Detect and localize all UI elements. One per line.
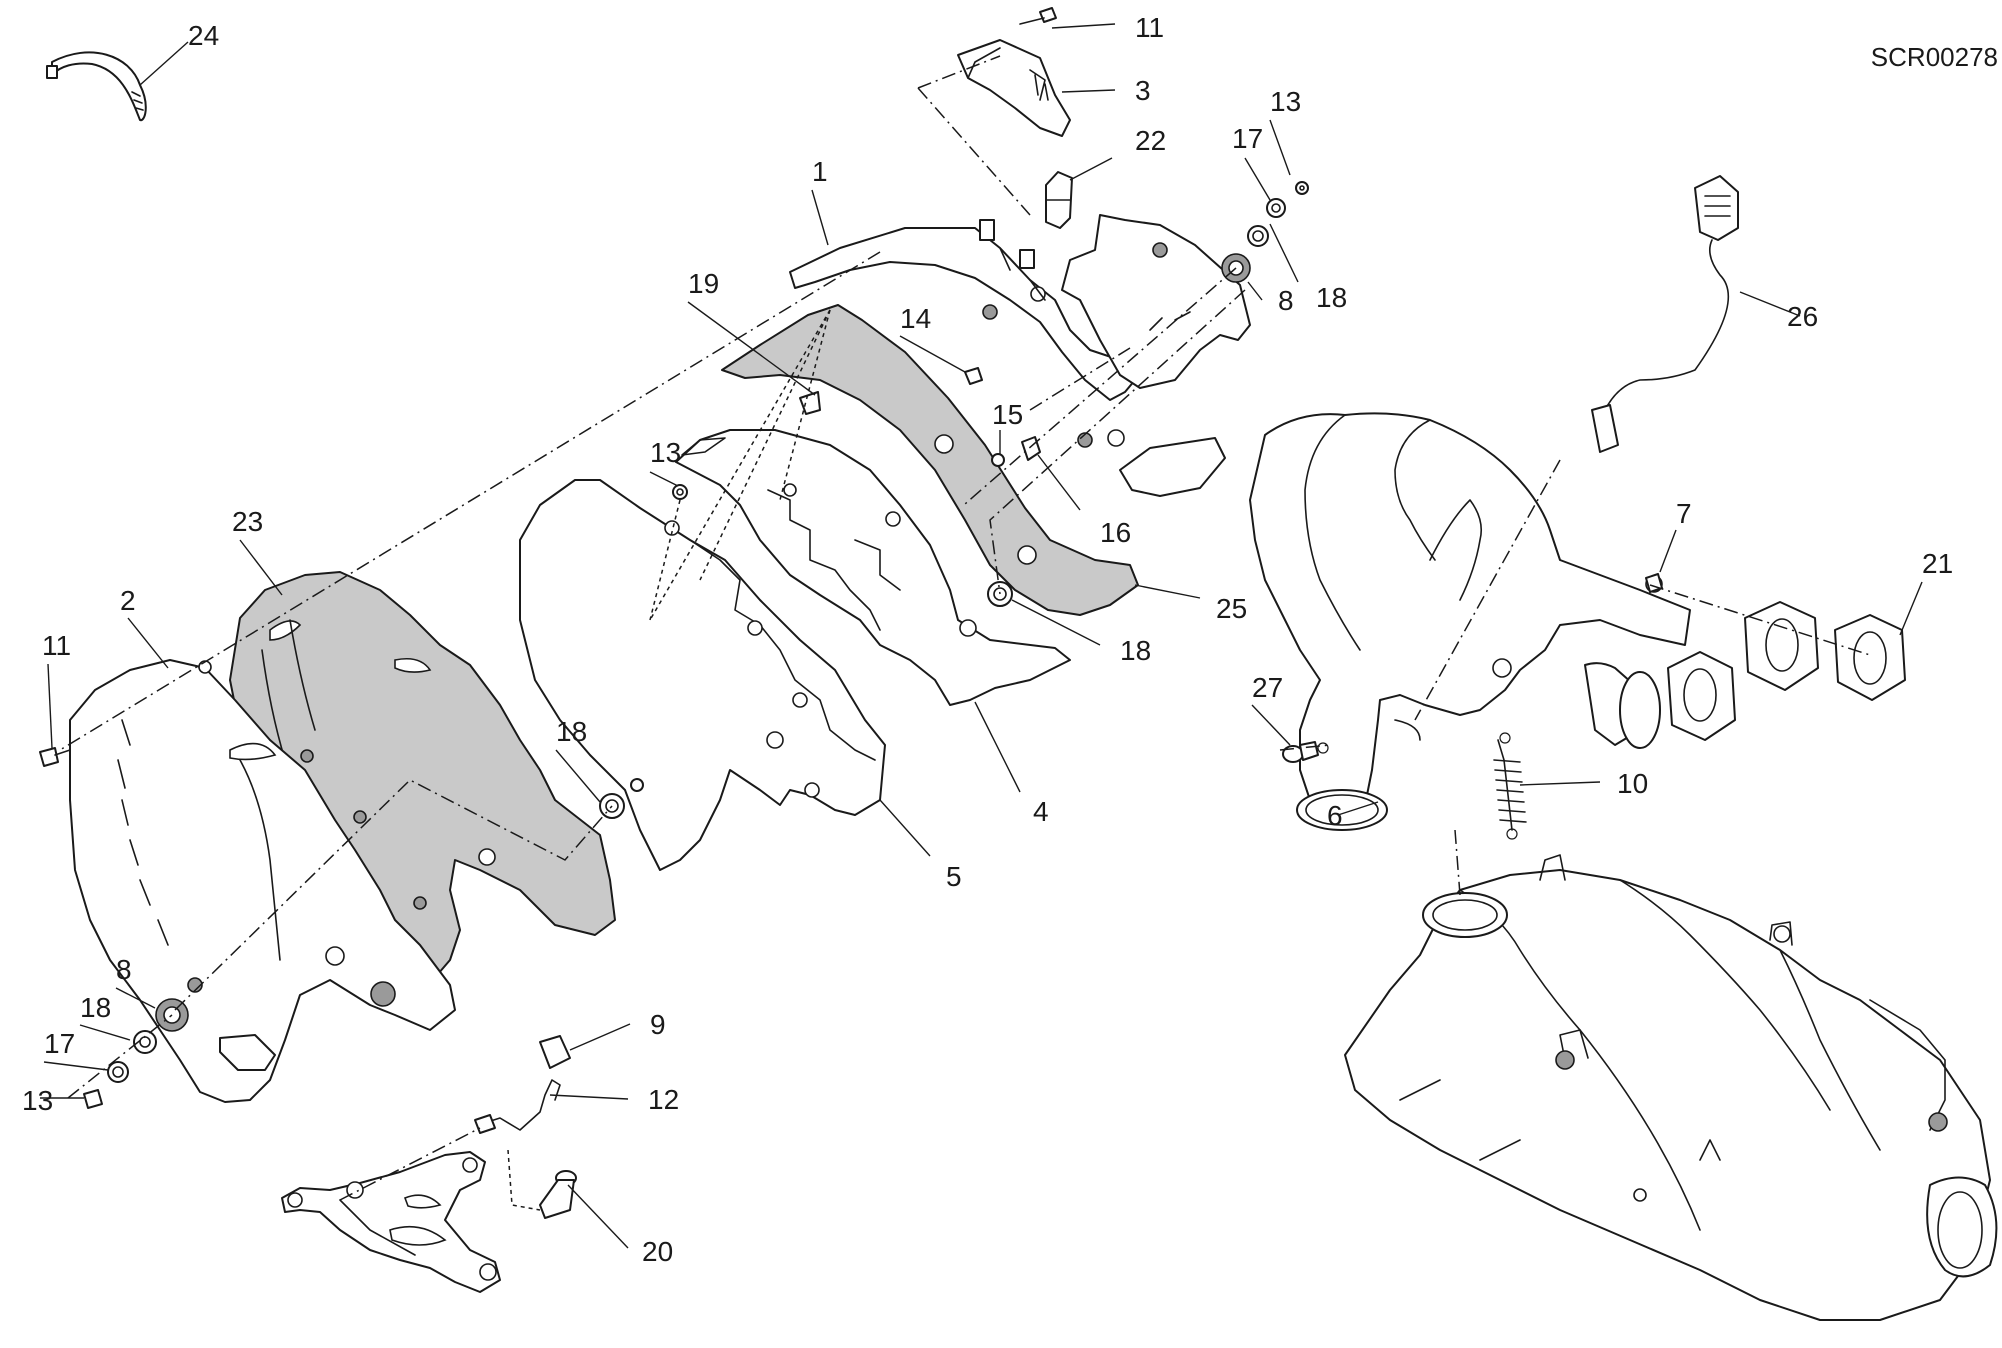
callout-c6: 6 xyxy=(1327,800,1343,831)
callout-c11b: 11 xyxy=(42,630,71,661)
callout-c13c: 13 xyxy=(22,1085,53,1116)
callout-c1: 1 xyxy=(812,156,828,187)
callout-c13a: 13 xyxy=(1270,86,1301,117)
callout-c21: 21 xyxy=(1922,548,1953,579)
part-10-spring xyxy=(1493,732,1527,840)
callout-c19: 19 xyxy=(688,268,719,299)
callout-c24: 24 xyxy=(188,20,219,51)
part-25-insulation-shield xyxy=(721,304,1139,616)
part-12-hook xyxy=(474,1079,561,1134)
callout-c27: 27 xyxy=(1252,672,1283,703)
callout-c9: 9 xyxy=(650,1009,666,1040)
callout-c16: 16 xyxy=(1100,517,1131,548)
part-20-bolt xyxy=(539,1170,577,1219)
part-22-clip xyxy=(1045,171,1073,229)
muffler-silencer xyxy=(1344,854,1998,1321)
callout-c7a: 7 xyxy=(1676,498,1692,529)
part-exhaust-flanges xyxy=(1645,575,1906,741)
callout-c13b: 13 xyxy=(650,437,681,468)
part-1-upper-heat-shield xyxy=(789,214,1251,497)
part-9-cap xyxy=(539,1035,571,1069)
part-6-exhaust-header xyxy=(1249,412,1691,831)
callout-c12: 12 xyxy=(648,1084,679,1115)
callout-c17b: 17 xyxy=(44,1028,75,1059)
callout-c5: 5 xyxy=(946,861,962,892)
callout-c2: 2 xyxy=(120,585,136,616)
drawing-code: SCR00278 xyxy=(1871,42,1998,72)
callout-c18a: 18 xyxy=(1316,282,1347,313)
callout-c25: 25 xyxy=(1216,593,1247,624)
callout-c23: 23 xyxy=(232,506,263,537)
callout-c26: 26 xyxy=(1787,301,1818,332)
callout-leaders xyxy=(40,23,1923,1249)
callout-c8b: 8 xyxy=(116,954,132,985)
callout-c20: 20 xyxy=(642,1236,673,1267)
callout-c11a: 11 xyxy=(1135,12,1164,43)
part-4-heat-shield xyxy=(675,429,1071,706)
callout-c8a: 8 xyxy=(1278,285,1294,316)
callout-c10: 10 xyxy=(1617,768,1648,799)
hardware-fasteners xyxy=(39,7,1663,1109)
callout-c3: 3 xyxy=(1135,75,1151,106)
callout-c18c: 18 xyxy=(556,716,587,747)
callout-c15: 15 xyxy=(992,399,1023,430)
callout-c18b: 18 xyxy=(1120,635,1151,666)
assembly-lines xyxy=(59,55,1871,1211)
part-24-cable-tie xyxy=(46,51,147,122)
part-2-outer-heat-shield xyxy=(69,659,456,1103)
callout-c4: 4 xyxy=(1033,796,1049,827)
callout-labels: 1234567889101111121313131415161717181818… xyxy=(22,12,1953,1267)
callout-c17a: 17 xyxy=(1232,123,1263,154)
callout-c14: 14 xyxy=(900,303,931,334)
part-footpeg-bracket xyxy=(281,1151,501,1293)
part-26-oxygen-sensor xyxy=(1591,175,1739,453)
callout-c18d: 18 xyxy=(80,992,111,1023)
callout-c22: 22 xyxy=(1135,125,1166,156)
part-3-bracket xyxy=(957,39,1071,137)
